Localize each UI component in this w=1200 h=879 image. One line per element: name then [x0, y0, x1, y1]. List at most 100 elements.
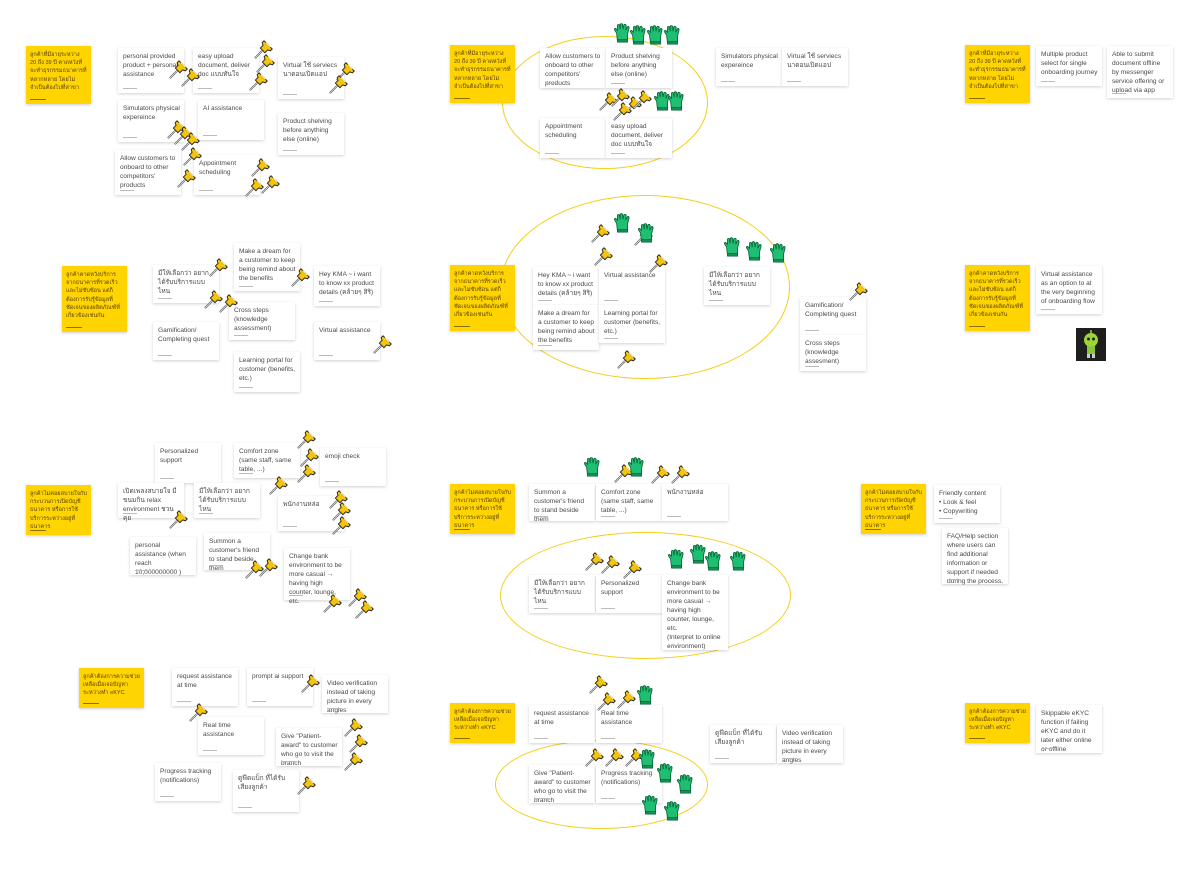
pushpin-vote-icon[interactable]	[584, 550, 606, 572]
idea-card[interactable]: พนักงานหล่อ	[662, 484, 728, 521]
idea-card[interactable]: AI assistance	[198, 100, 264, 140]
pushpin-vote-icon[interactable]	[180, 130, 202, 152]
idea-card[interactable]: Make a dream for a customer to keep bein…	[234, 243, 300, 291]
pushpin-vote-icon[interactable]	[588, 673, 610, 695]
pushpin-vote-icon[interactable]	[203, 288, 225, 310]
idea-card[interactable]: Summon a customer's friend to stand besi…	[529, 484, 595, 523]
idea-card[interactable]: Virtual assistance	[599, 267, 665, 305]
pushpin-vote-icon[interactable]	[328, 73, 350, 95]
pushpin-vote-icon[interactable]	[168, 58, 190, 80]
idea-card[interactable]: emoji check	[320, 448, 386, 486]
sticky-note[interactable]: ลูกค้าคาดหวังบริการจากธนาคารที่รวดเร็วแล…	[450, 265, 515, 331]
sticky-note[interactable]: ลูกค้าคาดหวังบริการจากธนาคารที่รวดเร็วแล…	[62, 266, 127, 332]
pushpin-vote-icon[interactable]	[372, 333, 394, 355]
pushpin-vote-icon[interactable]	[322, 592, 344, 614]
pushpin-vote-icon[interactable]	[296, 428, 318, 450]
idea-card[interactable]: Simulators physical expereince	[118, 100, 184, 142]
idea-card[interactable]: Personalized support	[596, 575, 662, 613]
sticky-note[interactable]: ลูกค้าไม่ค่อยสบายใจกับกระบวนการเปิดบัญชี…	[26, 485, 91, 535]
pushpin-vote-icon[interactable]	[347, 586, 369, 608]
idea-card[interactable]: Product shelving before anything else (o…	[278, 113, 344, 155]
pushpin-vote-icon[interactable]	[648, 252, 670, 274]
pushpin-vote-icon[interactable]	[250, 156, 272, 178]
pushpin-vote-icon[interactable]	[590, 222, 612, 244]
idea-card[interactable]: Comfort zone (same staff, same table, ..…	[234, 443, 300, 478]
idea-card[interactable]: Hey KMA ~ i want to know xx product deta…	[314, 266, 380, 306]
idea-card[interactable]: Product shelving before anything else (o…	[606, 48, 672, 88]
pushpin-vote-icon[interactable]	[176, 167, 198, 189]
pushpin-vote-icon[interactable]	[244, 176, 266, 198]
glove-vote-icon[interactable]	[675, 773, 697, 795]
idea-card[interactable]: Cross steps (knowledge assessment)	[229, 302, 295, 340]
pushpin-vote-icon[interactable]	[300, 672, 322, 694]
idea-card[interactable]: request assistance at time	[172, 668, 238, 706]
pushpin-vote-icon[interactable]	[348, 732, 370, 754]
idea-card[interactable]: Friendly content • Look & feel • Copywri…	[934, 485, 1000, 523]
idea-card[interactable]: ดูฟีดแบ็ก ที่ได้รับเสียงลูกค้า	[233, 770, 299, 812]
idea-card[interactable]: Cross steps (knowledge assesment)	[800, 335, 866, 371]
glove-vote-icon[interactable]	[662, 24, 684, 46]
pushpin-vote-icon[interactable]	[258, 556, 280, 578]
sticky-note[interactable]: ลูกค้าที่มีอายุระหว่าง 20 ถึง 39 ปี คาดห…	[965, 45, 1030, 103]
pushpin-vote-icon[interactable]	[168, 508, 190, 530]
idea-card[interactable]: Give "Patient-award" to customer who go …	[276, 728, 342, 767]
pushpin-vote-icon[interactable]	[848, 280, 870, 302]
pushpin-vote-icon[interactable]	[584, 746, 606, 768]
glove-vote-icon[interactable]	[655, 762, 677, 784]
idea-card[interactable]: Learning portal for customer (benefits, …	[234, 352, 300, 392]
pushpin-vote-icon[interactable]	[331, 500, 353, 522]
idea-card[interactable]: easy upload document, deliver doc แบบทัน…	[193, 48, 259, 93]
idea-card[interactable]: มีให้เลือกว่า อยากได้รับบริการแบบไหน	[529, 575, 595, 613]
glove-vote-icon[interactable]	[666, 90, 688, 112]
pushpin-vote-icon[interactable]	[208, 256, 230, 278]
pushpin-vote-icon[interactable]	[670, 463, 692, 485]
pushpin-vote-icon[interactable]	[268, 474, 290, 496]
idea-card[interactable]: Personalized support	[155, 443, 221, 483]
glove-vote-icon[interactable]	[612, 212, 634, 234]
idea-card[interactable]: มีให้เลือกว่า อยากได้รับบริการแบบไหน	[153, 265, 219, 303]
idea-card[interactable]: ดูฟีดแบ็ก ที่ได้รับเสียงลูกค้า	[710, 725, 776, 763]
sticky-note[interactable]: ลูกค้าคาดหวังบริการจากธนาคารที่รวดเร็วแล…	[965, 265, 1030, 331]
idea-card[interactable]: prompt ai support	[247, 668, 313, 706]
pushpin-vote-icon[interactable]	[180, 66, 202, 88]
idea-card[interactable]: Allow customers to onboard to other comp…	[540, 48, 606, 88]
pushpin-vote-icon[interactable]	[343, 716, 365, 738]
idea-card[interactable]: Summon a customer's friend to stand besi…	[204, 533, 270, 572]
pushpin-vote-icon[interactable]	[343, 750, 365, 772]
glove-vote-icon[interactable]	[636, 222, 658, 244]
glove-vote-icon[interactable]	[688, 543, 710, 565]
glove-vote-icon[interactable]	[628, 24, 650, 46]
pushpin-vote-icon[interactable]	[331, 514, 353, 536]
idea-card[interactable]: Virtual assistance	[314, 322, 380, 360]
pushpin-vote-icon[interactable]	[600, 553, 622, 575]
pushpin-vote-icon[interactable]	[188, 701, 210, 723]
pushpin-vote-icon[interactable]	[610, 86, 632, 108]
idea-card[interactable]: Comfort zone (same staff, same table, ..…	[596, 484, 662, 521]
avatar-image[interactable]	[1076, 328, 1106, 361]
glove-vote-icon[interactable]	[640, 794, 662, 816]
glove-vote-icon[interactable]	[637, 748, 659, 770]
idea-card[interactable]: Appointment scheduling	[194, 155, 260, 195]
idea-card[interactable]: personal provided product + personal ass…	[118, 48, 184, 93]
pushpin-vote-icon[interactable]	[255, 52, 277, 74]
glove-vote-icon[interactable]	[666, 548, 688, 570]
idea-card[interactable]: Appointment scheduling	[540, 118, 606, 158]
sticky-note[interactable]: ลูกค้าไม่ค่อยสบายใจกับกระบวนการเปิดบัญชี…	[861, 484, 926, 534]
idea-card[interactable]: มีให้เลือกว่า อยากได้รับบริการแบบไหน	[194, 483, 260, 518]
idea-card[interactable]: Real time assistance	[198, 717, 264, 755]
idea-card[interactable]: Make a dream for a customer to keep bein…	[533, 305, 599, 350]
pushpin-vote-icon[interactable]	[622, 558, 644, 580]
idea-card[interactable]: Gamification/ Completing quest	[153, 322, 219, 360]
idea-card[interactable]: Skippable eKYC function if failing eKYC …	[1036, 705, 1102, 753]
idea-card[interactable]: Give "Patient-award" to customer who go …	[529, 765, 595, 804]
glove-vote-icon[interactable]	[652, 90, 674, 112]
idea-card[interactable]: มีให้เลือกว่า อยากได้รับบริการแบบไหน	[704, 267, 770, 305]
idea-card[interactable]: พนักงานหล่อ	[278, 496, 344, 531]
pushpin-vote-icon[interactable]	[604, 746, 626, 768]
idea-card[interactable]: request assistance at time	[529, 705, 595, 743]
glove-vote-icon[interactable]	[626, 456, 648, 478]
glove-vote-icon[interactable]	[635, 684, 657, 706]
sticky-note[interactable]: ลูกค้าไม่ค่อยสบายใจกับกระบวนการเปิดบัญชี…	[450, 484, 515, 534]
idea-card[interactable]: FAQ/Help section where users can find ad…	[942, 528, 1008, 585]
pushpin-vote-icon[interactable]	[244, 558, 266, 580]
